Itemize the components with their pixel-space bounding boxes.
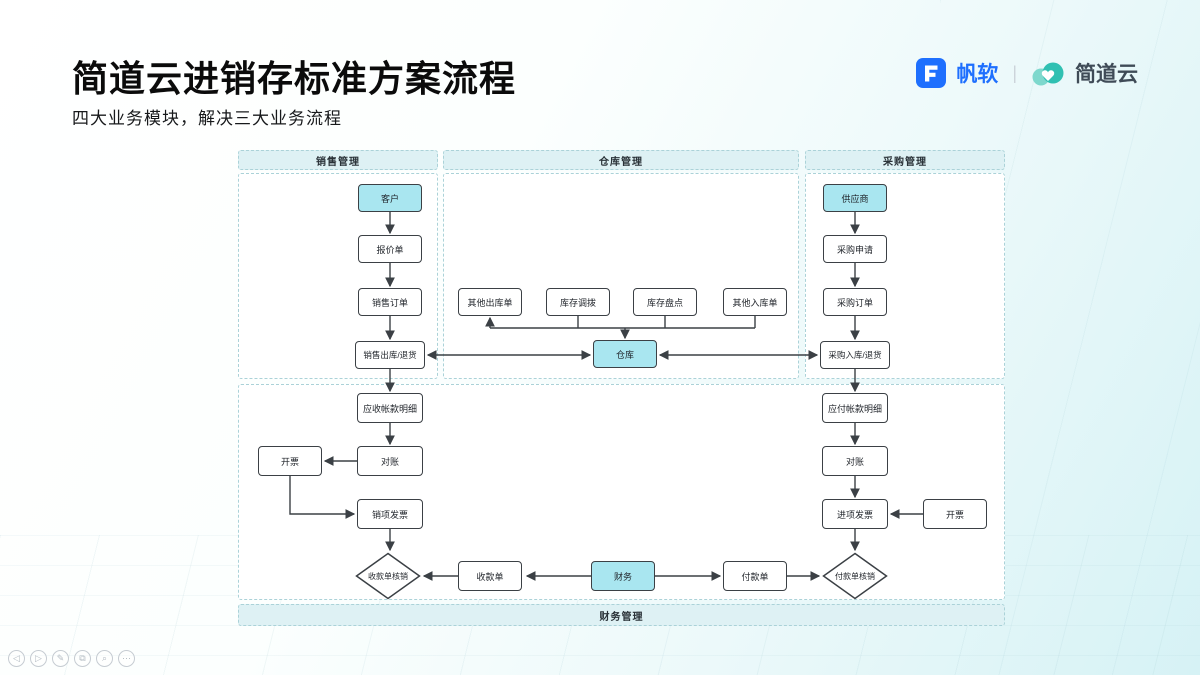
fanruan-logo-text: 帆软 (956, 63, 999, 86)
prev-slide-icon[interactable]: ◁ (8, 650, 25, 667)
section-header-sales: 销售管理 (238, 150, 438, 170)
node-receipt-writeoff: 收款单核销 (355, 552, 421, 600)
node-sales-invoice: 销项发票 (357, 499, 423, 529)
section-header-warehouse: 仓库管理 (443, 150, 799, 170)
pen-icon[interactable]: ✎ (52, 650, 69, 667)
node-receipt-writeoff-label: 收款单核销 (368, 571, 408, 581)
node-warehouse: 仓库 (593, 340, 657, 368)
node-invoice-right: 开票 (923, 499, 987, 529)
node-quotation: 报价单 (358, 235, 422, 263)
section-header-purchase: 采购管理 (805, 150, 1005, 170)
node-payment-writeoff-label: 付款单核销 (835, 571, 875, 581)
node-supplier: 供应商 (823, 184, 887, 212)
node-invoice-left: 开票 (258, 446, 322, 476)
node-payment-writeoff: 付款单核销 (822, 552, 888, 600)
section-label-purchase: 采购管理 (883, 156, 927, 168)
node-reconcile-right: 对账 (822, 446, 888, 476)
node-payment: 付款单 (723, 561, 787, 591)
logo-divider: | (1012, 62, 1017, 83)
node-reconcile-left: 对账 (357, 446, 423, 476)
node-input-invoice: 进项发票 (822, 499, 888, 529)
fanruan-logo-icon (916, 58, 947, 88)
more-options-icon[interactable]: ⋯ (118, 650, 135, 667)
node-customer: 客户 (358, 184, 422, 212)
jiandaoyun-logo-icon (1031, 59, 1065, 87)
connector-wires (289, 212, 923, 581)
node-sales-outbound: 销售出库/退货 (355, 341, 425, 369)
node-receipt: 收款单 (458, 561, 522, 591)
node-purchase-inbound: 采购入库/退货 (820, 341, 890, 369)
page-subtitle: 四大业务模块，解决三大业务流程 (72, 109, 342, 128)
section-label-warehouse: 仓库管理 (599, 156, 643, 168)
magnifier-icon[interactable]: ⌕ (96, 650, 113, 667)
section-header-finance: 财务管理 (238, 604, 1005, 626)
node-finance: 财务 (591, 561, 655, 591)
node-sales-order: 销售订单 (358, 288, 422, 316)
node-other-outbound: 其他出库单 (458, 288, 522, 316)
next-slide-icon[interactable]: ▷ (30, 650, 47, 667)
jiandaoyun-logo-text: 简道云 (1075, 63, 1138, 86)
node-ar-detail: 应收帐款明细 (357, 393, 423, 423)
node-other-inbound: 其他入库单 (723, 288, 787, 316)
slides-panel-icon[interactable]: ⧉ (74, 650, 91, 667)
node-ap-detail: 应付帐款明细 (822, 393, 888, 423)
node-stock-count: 库存盘点 (633, 288, 697, 316)
node-purchase-order: 采购订单 (823, 288, 887, 316)
node-stock-transfer: 库存调拨 (546, 288, 610, 316)
flowchart: 销售管理 仓库管理 采购管理 财务管理 (238, 148, 1006, 632)
page-title: 简道云进销存标准方案流程 (72, 58, 517, 99)
node-purchase-request: 采购申请 (823, 235, 887, 263)
section-label-sales: 销售管理 (316, 156, 360, 168)
section-label-finance: 财务管理 (599, 611, 644, 623)
presenter-toolbar: ◁ ▷ ✎ ⧉ ⌕ ⋯ (8, 650, 135, 667)
brand-logos: 帆软 | 简道云 (916, 56, 1138, 90)
